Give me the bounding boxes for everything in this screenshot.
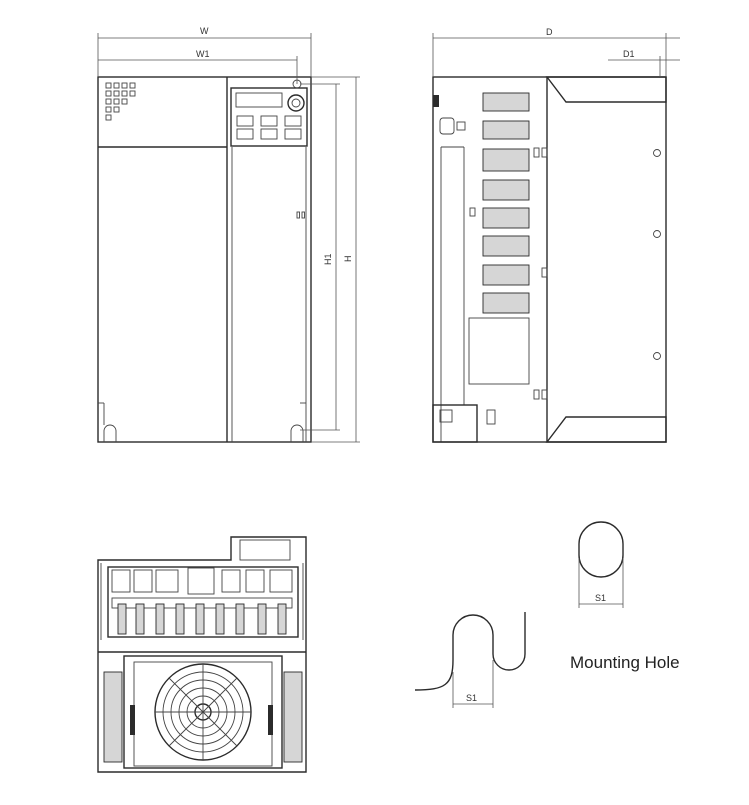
front-view [97, 76, 312, 443]
indicator-dots [105, 82, 136, 121]
heatsink-bracket-bottom [545, 416, 667, 443]
dimension-d: D [432, 27, 680, 77]
label-d: D [546, 27, 553, 37]
bottom-view-outline [97, 536, 307, 773]
keypad-key [284, 115, 302, 127]
mounting-hole-detail: S1 S1 Mounting Hole [414, 521, 680, 708]
side-panel [468, 317, 530, 385]
dimension-w: W [97, 26, 312, 77]
mounting-slot-profile [414, 612, 526, 691]
keypad-knob-side [439, 117, 455, 135]
keypad-key [236, 115, 254, 127]
mounting-slot-right [290, 424, 304, 442]
vent-slots [482, 92, 530, 314]
keypad [230, 87, 308, 147]
keypad-key [260, 128, 278, 140]
heatsink-bracket-top [545, 76, 667, 103]
terminal-block [107, 566, 299, 638]
front-view-outline [97, 76, 312, 443]
label-d1: D1 [623, 49, 635, 59]
label-w: W [200, 26, 209, 36]
side-view-outline [432, 76, 667, 443]
label-s1-hole: S1 [595, 593, 606, 603]
side-view [432, 76, 667, 443]
dimension-h: H [311, 76, 360, 443]
label-h1: H1 [323, 253, 333, 265]
keypad-display [235, 92, 283, 108]
bottom-view [97, 536, 307, 773]
label-h: H [343, 256, 353, 263]
fan-icon [154, 663, 252, 761]
keypad-knob [287, 94, 305, 112]
dimension-h1: H1 [300, 83, 340, 431]
label-w1: W1 [196, 49, 210, 59]
mounting-hole-round [578, 521, 624, 578]
mounting-hole-caption: Mounting Hole [570, 653, 680, 672]
dimension-w1: W1 [98, 49, 298, 84]
dimension-d1: D1 [608, 49, 680, 77]
keypad-key [284, 128, 302, 140]
mounting-slot-left [103, 424, 117, 442]
keypad-key [236, 128, 254, 140]
fan-housing [123, 655, 283, 769]
keypad-key [260, 115, 278, 127]
label-s1-slot: S1 [466, 693, 477, 703]
